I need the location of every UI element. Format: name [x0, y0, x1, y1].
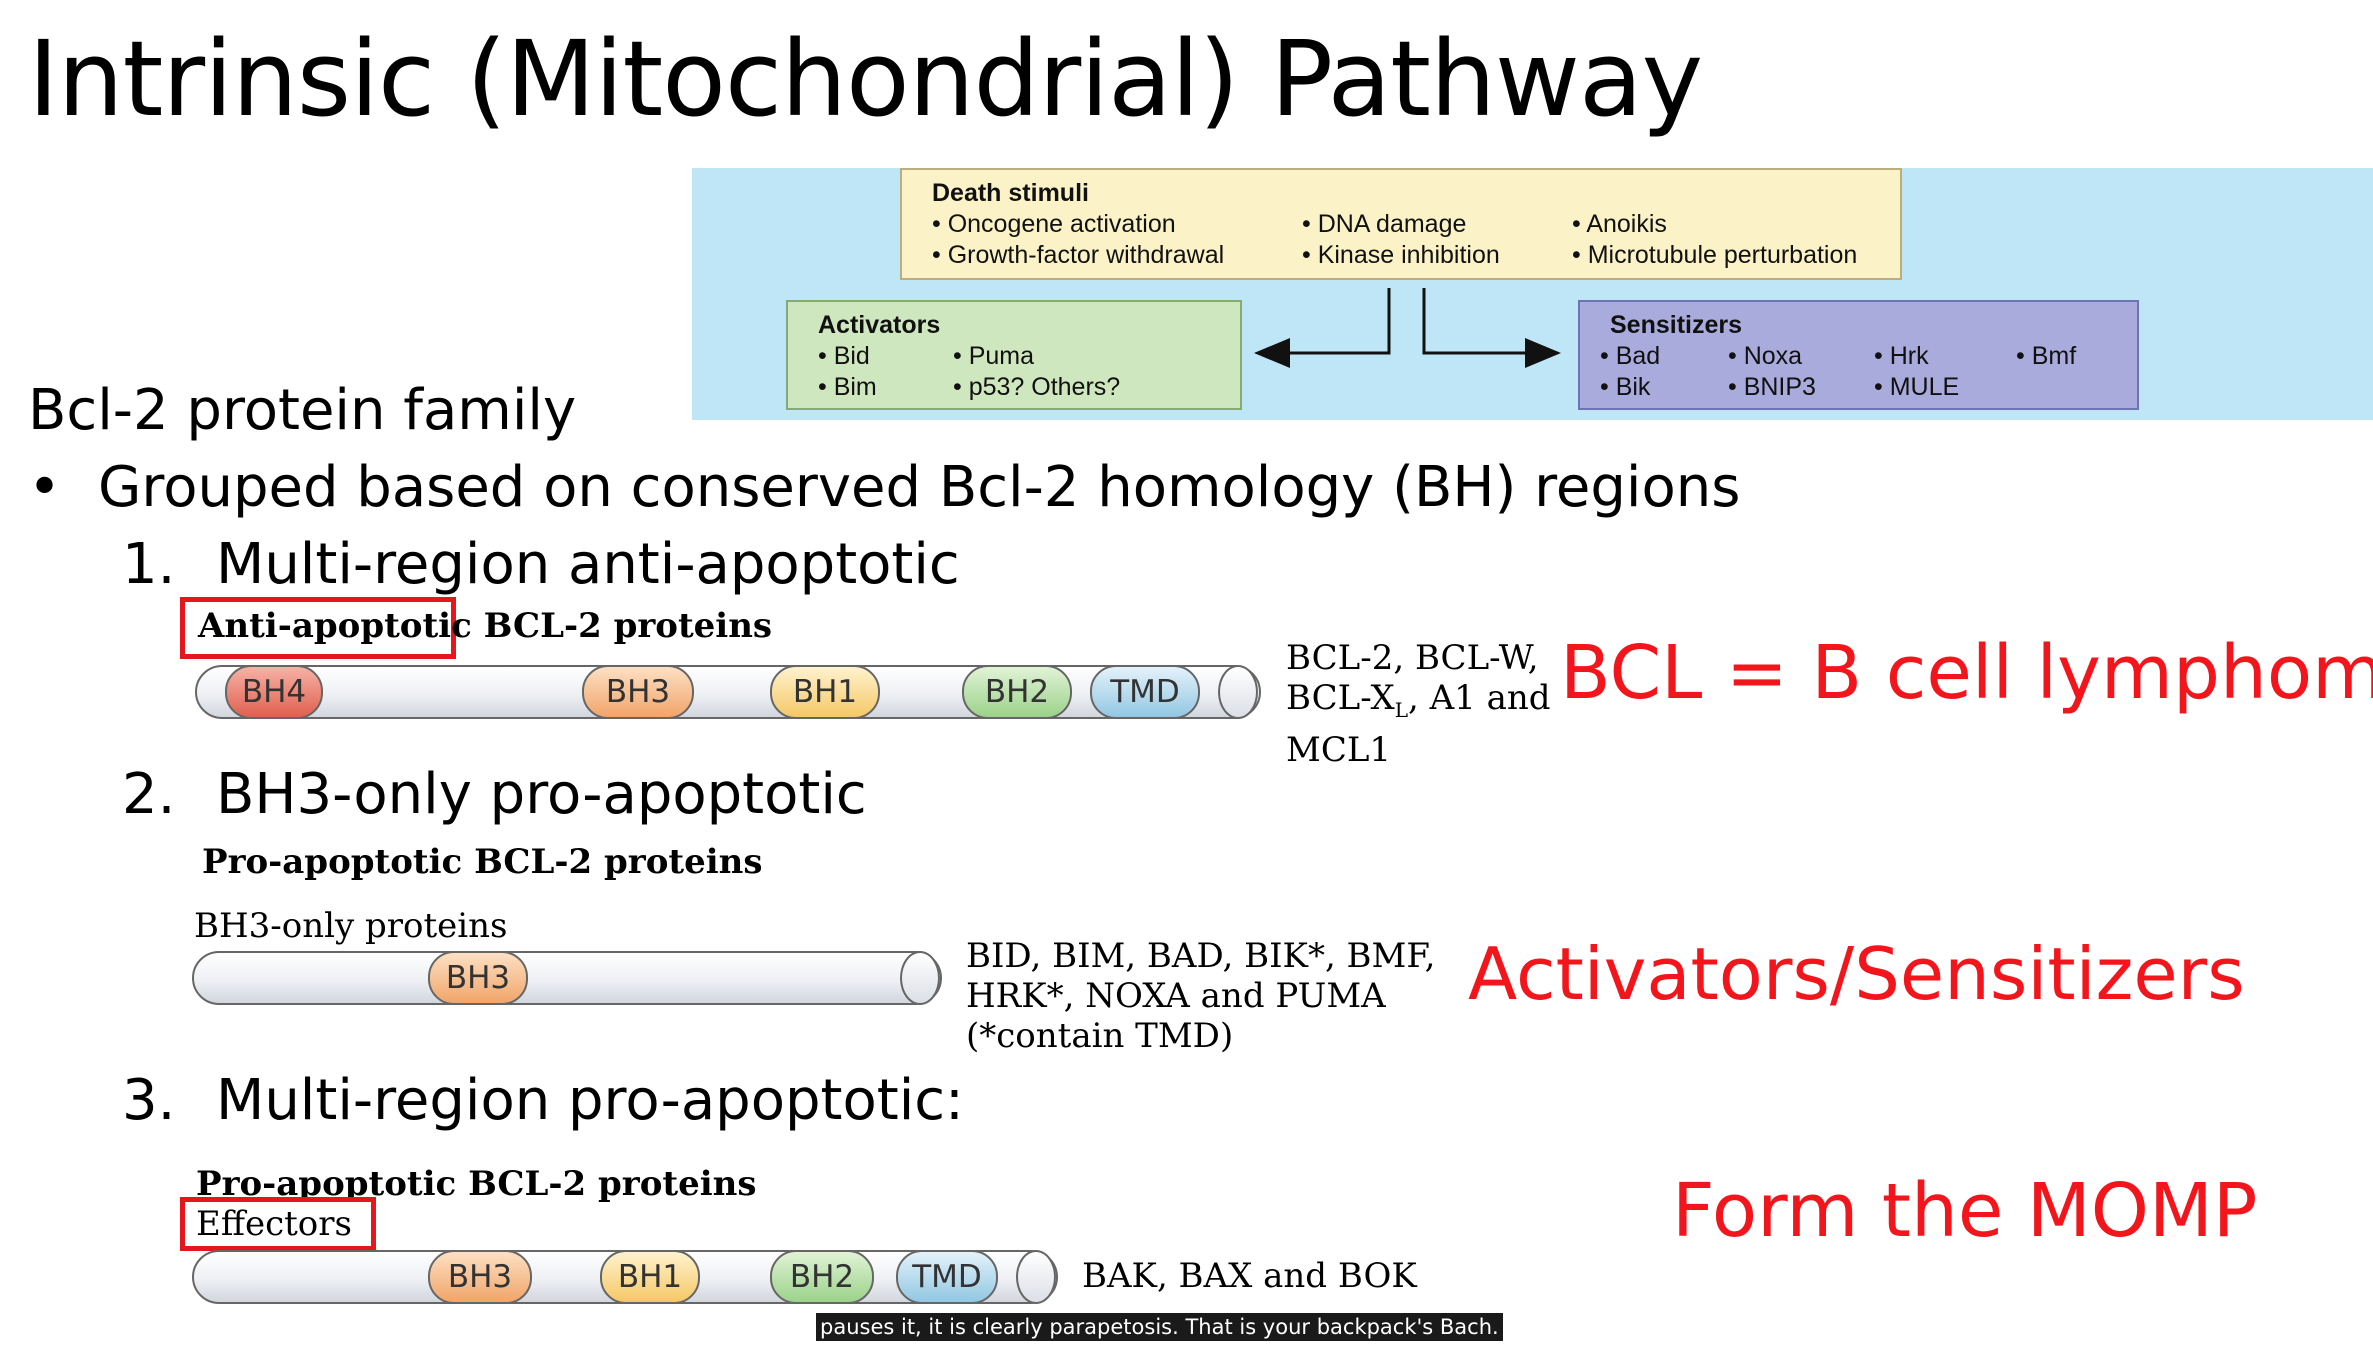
- death-stimuli-diagram: Death stimuli • Oncogene activation • Gr…: [692, 168, 2373, 420]
- list-item-3: 3. Multi-region pro-apoptotic:: [122, 1068, 964, 1133]
- subscript-l: L: [1394, 697, 1408, 722]
- protein-end-cap: [900, 951, 940, 1005]
- activators-heading: Activators: [818, 311, 941, 339]
- domain-bh4: BH4: [225, 665, 323, 719]
- effectors-members: BAK, BAX and BOK: [1082, 1256, 1417, 1296]
- sensitizers-box: Sensitizers • Bad • Bik • Noxa • BNIP3 •…: [1578, 300, 2139, 410]
- domain-bh3: BH3: [582, 665, 694, 719]
- members-line: HRK*, NOXA and PUMA: [966, 976, 1386, 1016]
- list-number: 3.: [122, 1068, 176, 1133]
- death-stimuli-box: Death stimuli • Oncogene activation • Gr…: [900, 168, 1902, 280]
- bh3only-members: BID, BIM, BAD, BIK*, BMF, HRK*, NOXA and…: [966, 936, 1435, 1056]
- activator-item: • Bim: [818, 373, 877, 401]
- video-caption: pauses it, it is clearly parapetosis. Th…: [816, 1313, 1503, 1341]
- activators-sensitizers-annotation: Activators/Sensitizers: [1468, 932, 2245, 1016]
- members-line: (*contain TMD): [966, 1016, 1234, 1056]
- momp-annotation: Form the MOMP: [1672, 1168, 2258, 1254]
- domain-bh2: BH2: [962, 665, 1072, 719]
- domain-bh1: BH1: [600, 1250, 700, 1304]
- bullet-dot: •: [28, 455, 62, 520]
- protein-end-cap: [1218, 665, 1258, 719]
- death-stimulus-item: • Kinase inhibition: [1302, 241, 1500, 269]
- anti-apoptotic-members: BCL-2, BCL-W, BCL-XL, A1 and MCL1: [1286, 638, 1551, 770]
- bh3only-protein-bar: [192, 951, 942, 1005]
- anti-header-boxed: Anti-apoptotic: [198, 606, 472, 646]
- list-item-1: 1. Multi-region anti-apoptotic: [122, 532, 960, 597]
- slide-title: Intrinsic (Mitochondrial) Pathway: [28, 18, 1703, 140]
- effectors-highlight-box: [180, 1197, 376, 1251]
- domain-bh1: BH1: [770, 665, 880, 719]
- domain-tmd: TMD: [896, 1250, 998, 1304]
- death-stimulus-item: • DNA damage: [1302, 210, 1467, 238]
- activator-item: • Puma: [953, 342, 1035, 370]
- death-stimulus-item: • Microtubule perturbation: [1572, 241, 1858, 269]
- activator-item: • Bid: [818, 342, 870, 370]
- anti-apoptotic-header: Anti-apoptotic BCL-2 proteins: [198, 606, 772, 646]
- death-stimulus-item: • Anoikis: [1572, 210, 1667, 238]
- anti-apoptotic-protein-bar: [195, 665, 1261, 719]
- list-label: Multi-region anti-apoptotic: [216, 532, 960, 597]
- domain-bh2: BH2: [770, 1250, 874, 1304]
- list-number: 1.: [122, 532, 176, 597]
- anti-header-rest: BCL-2 proteins: [471, 606, 773, 646]
- members-line: MCL1: [1286, 729, 1392, 770]
- activator-item: • p53? Others?: [953, 373, 1121, 401]
- pathway-arrows: [1254, 288, 1561, 368]
- sensitizer-item: • Bik: [1600, 373, 1651, 401]
- anti-apoptotic-highlight-box: [180, 597, 456, 659]
- death-stimuli-heading: Death stimuli: [932, 179, 1089, 207]
- activators-box: Activators • Bid • Bim • Puma • p53? Oth…: [786, 300, 1242, 410]
- bullet-text: Grouped based on conserved Bcl-2 homolog…: [98, 455, 1741, 520]
- sensitizer-item: • Hrk: [1874, 342, 1929, 370]
- domain-tmd: TMD: [1090, 665, 1200, 719]
- domain-bh3: BH3: [428, 951, 528, 1005]
- bh3only-header: Pro-apoptotic BCL-2 proteins: [202, 842, 763, 882]
- sensitizer-item: • Bmf: [2016, 342, 2077, 370]
- family-heading: Bcl-2 protein family: [28, 378, 577, 443]
- list-label: Multi-region pro-apoptotic:: [216, 1068, 964, 1133]
- domain-bh3: BH3: [428, 1250, 532, 1304]
- members-line: BCL-XL, A1 and: [1286, 678, 1551, 722]
- list-label: BH3-only pro-apoptotic: [216, 762, 867, 827]
- sensitizer-item: • Bad: [1600, 342, 1661, 370]
- members-line: BCL-2, BCL-W,: [1286, 638, 1539, 678]
- effectors-sublabel: Effectors: [196, 1204, 352, 1244]
- sensitizers-heading: Sensitizers: [1610, 311, 1743, 339]
- sensitizer-item: • BNIP3: [1728, 373, 1816, 401]
- members-line: BID, BIM, BAD, BIK*, BMF,: [966, 936, 1436, 976]
- list-item-2: 2. BH3-only pro-apoptotic: [122, 762, 867, 827]
- list-number: 2.: [122, 762, 176, 827]
- sensitizer-item: • MULE: [1874, 373, 1960, 401]
- death-stimulus-item: • Growth-factor withdrawal: [932, 241, 1225, 269]
- sensitizer-item: • Noxa: [1728, 342, 1803, 370]
- bcl-annotation: BCL = B cell lymphoma: [1560, 630, 2373, 716]
- death-stimulus-item: • Oncogene activation: [932, 210, 1176, 238]
- bh3only-sublabel: BH3-only proteins: [194, 906, 508, 946]
- protein-end-cap: [1016, 1250, 1056, 1304]
- bullet-grouping: • Grouped based on conserved Bcl-2 homolo…: [28, 455, 1740, 520]
